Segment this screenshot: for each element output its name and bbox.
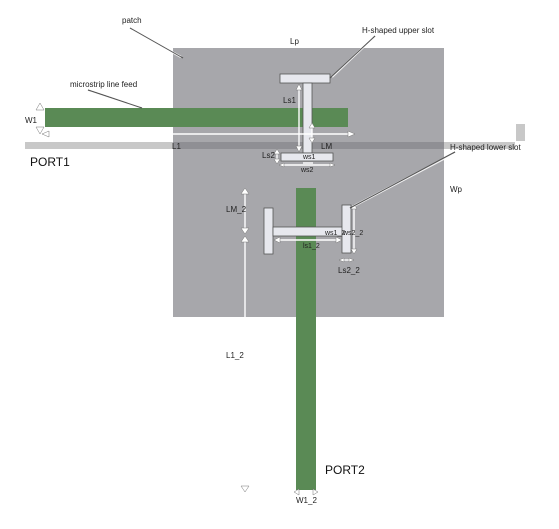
label-h-upper: H-shaped upper slot: [362, 26, 435, 35]
label-lm-2: LM_2: [226, 205, 247, 214]
label-wp: Wp: [450, 185, 463, 194]
label-ls1: Ls1: [283, 96, 296, 105]
substrate-strip-end: [516, 124, 525, 141]
label-w1: W1: [25, 116, 38, 125]
label-ws2-2: ws2_2: [342, 230, 363, 237]
label-ws1-2: ws1_2: [324, 230, 345, 237]
label-ws2: ws2: [300, 167, 314, 174]
label-l1-2: L1_2: [226, 351, 244, 360]
h-shaped-upper-slot: [279, 73, 334, 162]
label-ws1: ws1: [302, 154, 316, 161]
label-w1-2: W1_2: [296, 496, 317, 505]
dimension-lines: [35, 83, 358, 496]
label-ls2-2: Ls2_2: [338, 266, 360, 275]
label-lp: Lp: [290, 37, 299, 46]
h-shaped-lower-slot: [263, 204, 352, 255]
label-l1: L1: [172, 142, 181, 151]
label-patch: patch: [122, 16, 142, 25]
label-port2: PORT2: [325, 463, 365, 477]
label-ls2: Ls2: [262, 151, 275, 160]
microstrip-feed-1: [45, 108, 348, 127]
label-lm: LM: [321, 142, 332, 151]
label-ls1-2: ls1_2: [303, 243, 320, 250]
microstrip-feed-2: [296, 188, 316, 490]
label-port1: PORT1: [30, 155, 70, 169]
label-h-lower: H-shaped lower slot: [450, 143, 521, 152]
label-microstrip: microstrip line feed: [70, 80, 137, 89]
